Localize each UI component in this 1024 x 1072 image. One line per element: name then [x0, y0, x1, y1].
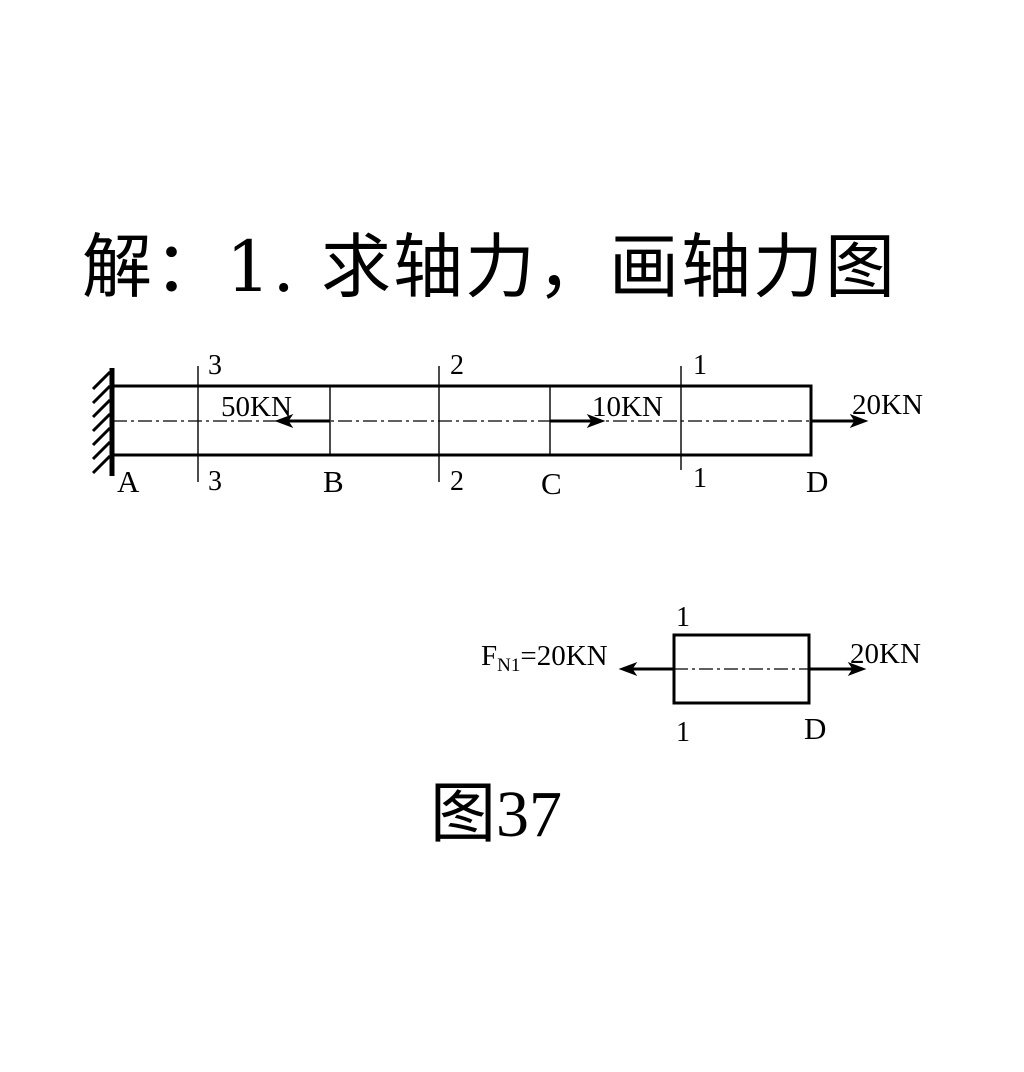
figure-caption: 图37 — [430, 778, 562, 851]
internal-force-value: =20KN — [520, 640, 607, 672]
free-body-section-label-top: 1 — [676, 602, 690, 633]
internal-force-subscript: N1 — [497, 655, 520, 676]
load-c-label: 10KN — [592, 391, 663, 423]
point-a-label: A — [117, 464, 140, 499]
free-body-section-label-bottom: 1 — [676, 717, 690, 748]
load-c-arrow — [550, 413, 606, 429]
internal-force-label: FN1=20KN — [481, 640, 608, 676]
section-2-label-top: 2 — [450, 350, 464, 381]
section-2-label-bottom: 2 — [450, 466, 464, 497]
free-body-load-label: 20KN — [850, 638, 921, 670]
section-1-label-top: 1 — [693, 350, 707, 381]
point-d-label: D — [806, 464, 828, 499]
free-body-diagram: 1 1 D FN1=20KN 20KN — [481, 602, 921, 748]
free-body-load-arrow — [809, 661, 867, 677]
section-3-label-top: 3 — [208, 350, 222, 381]
load-d-arrow — [811, 413, 869, 429]
point-c-label: C — [541, 466, 562, 501]
load-d-label: 20KN — [852, 389, 923, 421]
internal-force-arrow — [618, 661, 674, 677]
section-3-label-bottom: 3 — [208, 466, 222, 497]
load-b-label: 50KN — [221, 391, 292, 423]
fixed-support — [91, 368, 115, 476]
point-b-label: B — [323, 464, 344, 499]
load-b-arrow — [274, 413, 330, 429]
internal-force-symbol: F — [481, 640, 497, 672]
solution-heading: 解：1. 求轴力，画轴力图 — [82, 226, 898, 308]
free-body-point-d-label: D — [804, 711, 826, 746]
section-1-label-bottom: 1 — [693, 463, 707, 494]
